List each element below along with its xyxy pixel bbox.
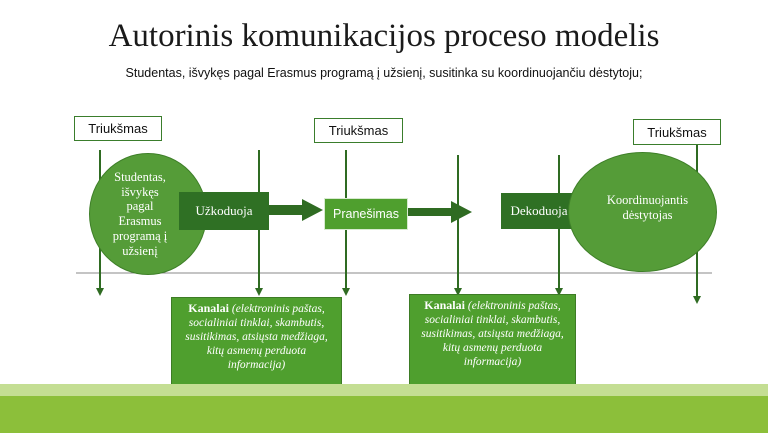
sender-line: programą į [112,228,168,243]
page-title: Autorinis komunikacijos proceso modelis [108,18,660,54]
noise-box-1: Triukšmas [74,116,162,141]
decode-box: Dekoduoja [501,193,577,229]
footer-bar [0,396,768,433]
sender-line: užsienį [122,243,158,258]
sender-line: Erasmus [118,214,162,228]
channel-box-2: Kanalai (elektroninis paštas, socialinia… [409,294,576,400]
receiver-line: dėstytojas [622,208,673,222]
channel-description: (elektroninis paštas, socialiniai tinkla… [185,303,328,372]
channel-box-1: Kanalai (elektroninis paštas, socialinia… [171,297,342,401]
noise-box-2: Triukšmas [314,118,403,143]
receiver-line: Koordinuojantis [606,193,689,208]
receiver-ellipse: Koordinuojantis dėstytojas [568,152,717,272]
channel-description: (elektroninis paštas, socialiniai tinkla… [421,300,564,369]
sender-line: pagal [126,199,154,214]
channel-title: Kanalai [188,301,229,315]
sender-line: išvykęs [121,184,159,199]
flow-arrow-2 [408,201,472,223]
message-box: Pranešimas [324,198,408,230]
encode-box: Užkoduoja [179,192,269,230]
channel-title: Kanalai [424,298,465,312]
page-subtitle: Studentas, išvykęs pagal Erasmus program… [125,66,643,80]
noise-box-3: Triukšmas [633,119,721,145]
footer-bar-light [0,384,768,396]
flow-arrow-1 [266,199,323,221]
sender-line: Studentas, [114,169,166,184]
